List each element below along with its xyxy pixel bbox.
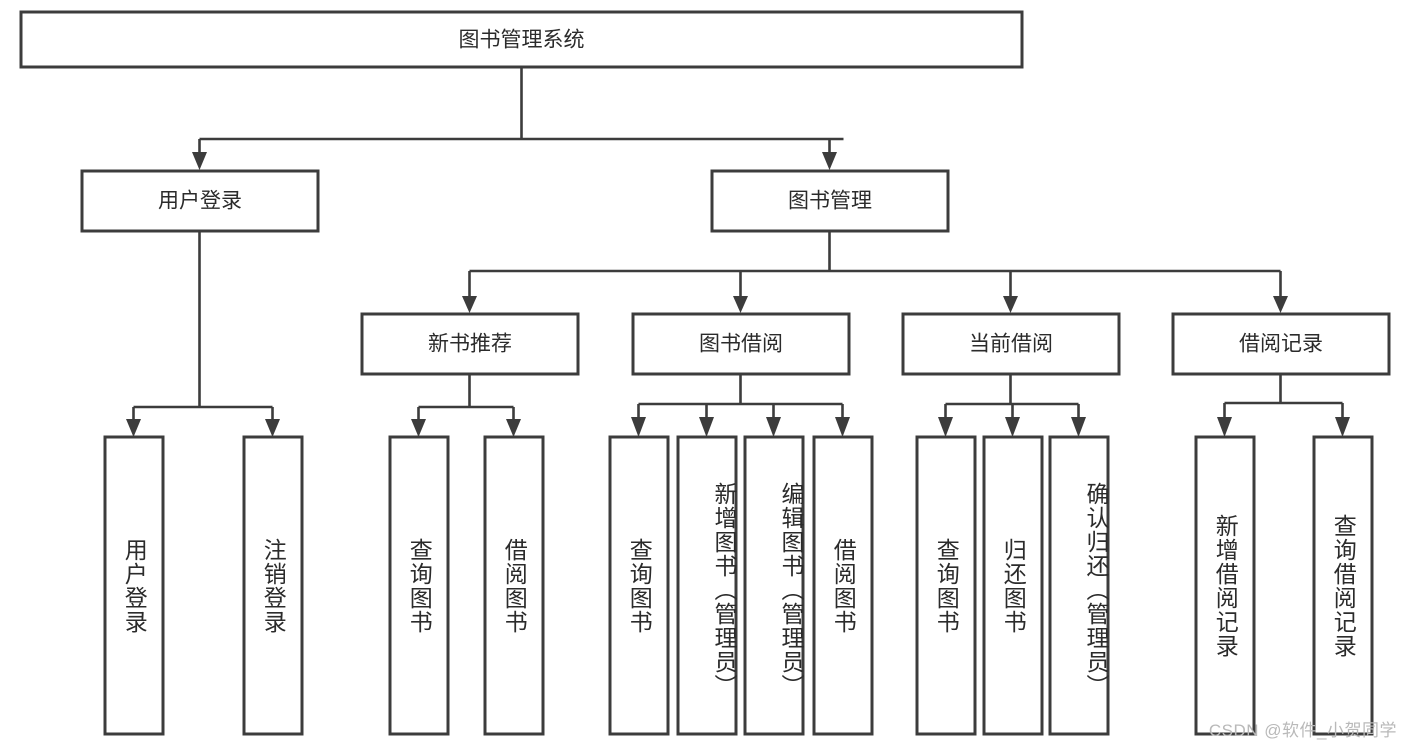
node-l13-box[interactable]	[1312, 435, 1374, 736]
arrow-n2c-to-l11	[1071, 417, 1086, 437]
node-book-management[interactable]: 图书管理	[710, 169, 950, 233]
arrow-n2b-to-l5	[631, 417, 646, 437]
node-n2b-label: 图书借阅	[699, 333, 783, 356]
edge-group-n1	[126, 232, 280, 437]
node-book-borrow[interactable]: 图书借阅	[631, 312, 851, 376]
watermark-credit: CSDN @软件_小贺同学	[1208, 721, 1397, 740]
arrow-n2c-to-l9	[938, 417, 953, 437]
node-l1-box[interactable]	[103, 435, 165, 736]
node-new-book-recommend[interactable]: 新书推荐	[360, 312, 580, 376]
edge-group-n2d	[1217, 375, 1350, 437]
node-l5-box[interactable]	[608, 435, 670, 736]
arrow-n1-to-l1	[126, 419, 141, 437]
arrow-n2c-to-l10	[1005, 417, 1020, 437]
arrow-n1-to-l2	[265, 419, 280, 437]
node-l3-box[interactable]	[388, 435, 450, 736]
node-n2b-box[interactable]	[631, 312, 851, 376]
node-l8-box[interactable]	[812, 435, 874, 736]
node-borrow-records[interactable]: 借阅记录	[1171, 312, 1391, 376]
node-l9-box[interactable]	[915, 435, 977, 736]
arrow-root-to-n1	[192, 152, 207, 170]
node-n2d-box[interactable]	[1171, 312, 1391, 376]
edge-group-n2b	[631, 375, 850, 437]
edge-group-n2a	[411, 375, 521, 437]
arrow-n2a-to-l4	[506, 419, 521, 437]
edge-group-n2c	[938, 375, 1086, 437]
arrow-n2a-to-l3	[411, 419, 426, 437]
arrow-n2d-to-l13	[1335, 417, 1350, 437]
arrow-n2b-to-l7	[766, 417, 781, 437]
node-root[interactable]: 图书管理系统	[19, 10, 1024, 69]
node-l7-box[interactable]	[743, 435, 805, 736]
arrow-n2b-to-l6	[699, 417, 714, 437]
node-n2-box[interactable]	[710, 169, 950, 233]
node-l11-box[interactable]	[1048, 435, 1110, 736]
node-l4-box[interactable]	[483, 435, 545, 736]
node-l2-box[interactable]	[242, 435, 304, 736]
node-n1-box[interactable]	[80, 169, 320, 233]
arrow-n2-to-n2a	[462, 296, 477, 313]
arrow-n2-to-n2c	[1003, 296, 1018, 313]
arrow-n2b-to-l8	[835, 417, 850, 437]
node-n2c-box[interactable]	[901, 312, 1121, 376]
node-n2a-box[interactable]	[360, 312, 580, 376]
arrow-root-to-n2	[822, 152, 837, 170]
node-n2a-label: 新书推荐	[428, 333, 512, 356]
arrow-n2-to-n2d	[1273, 296, 1288, 313]
node-current-borrow[interactable]: 当前借阅	[901, 312, 1121, 376]
node-n2c-label: 当前借阅	[969, 333, 1053, 356]
node-l10-box[interactable]	[982, 435, 1044, 736]
node-n2-label: 图书管理	[788, 190, 872, 213]
node-root-label: 图书管理系统	[459, 29, 585, 52]
arrow-n2-to-n2b	[733, 296, 748, 313]
arrow-n2d-to-l12	[1217, 417, 1232, 437]
node-root-box[interactable]	[19, 10, 1024, 69]
node-n1-label: 用户登录	[158, 190, 242, 213]
node-l6-box[interactable]	[676, 435, 738, 736]
node-l12-box[interactable]	[1194, 435, 1256, 736]
edge-group-root	[192, 68, 844, 170]
edge-group-n2	[462, 232, 1288, 313]
node-n2d-label: 借阅记录	[1239, 333, 1323, 356]
node-user-login[interactable]: 用户登录	[80, 169, 320, 233]
